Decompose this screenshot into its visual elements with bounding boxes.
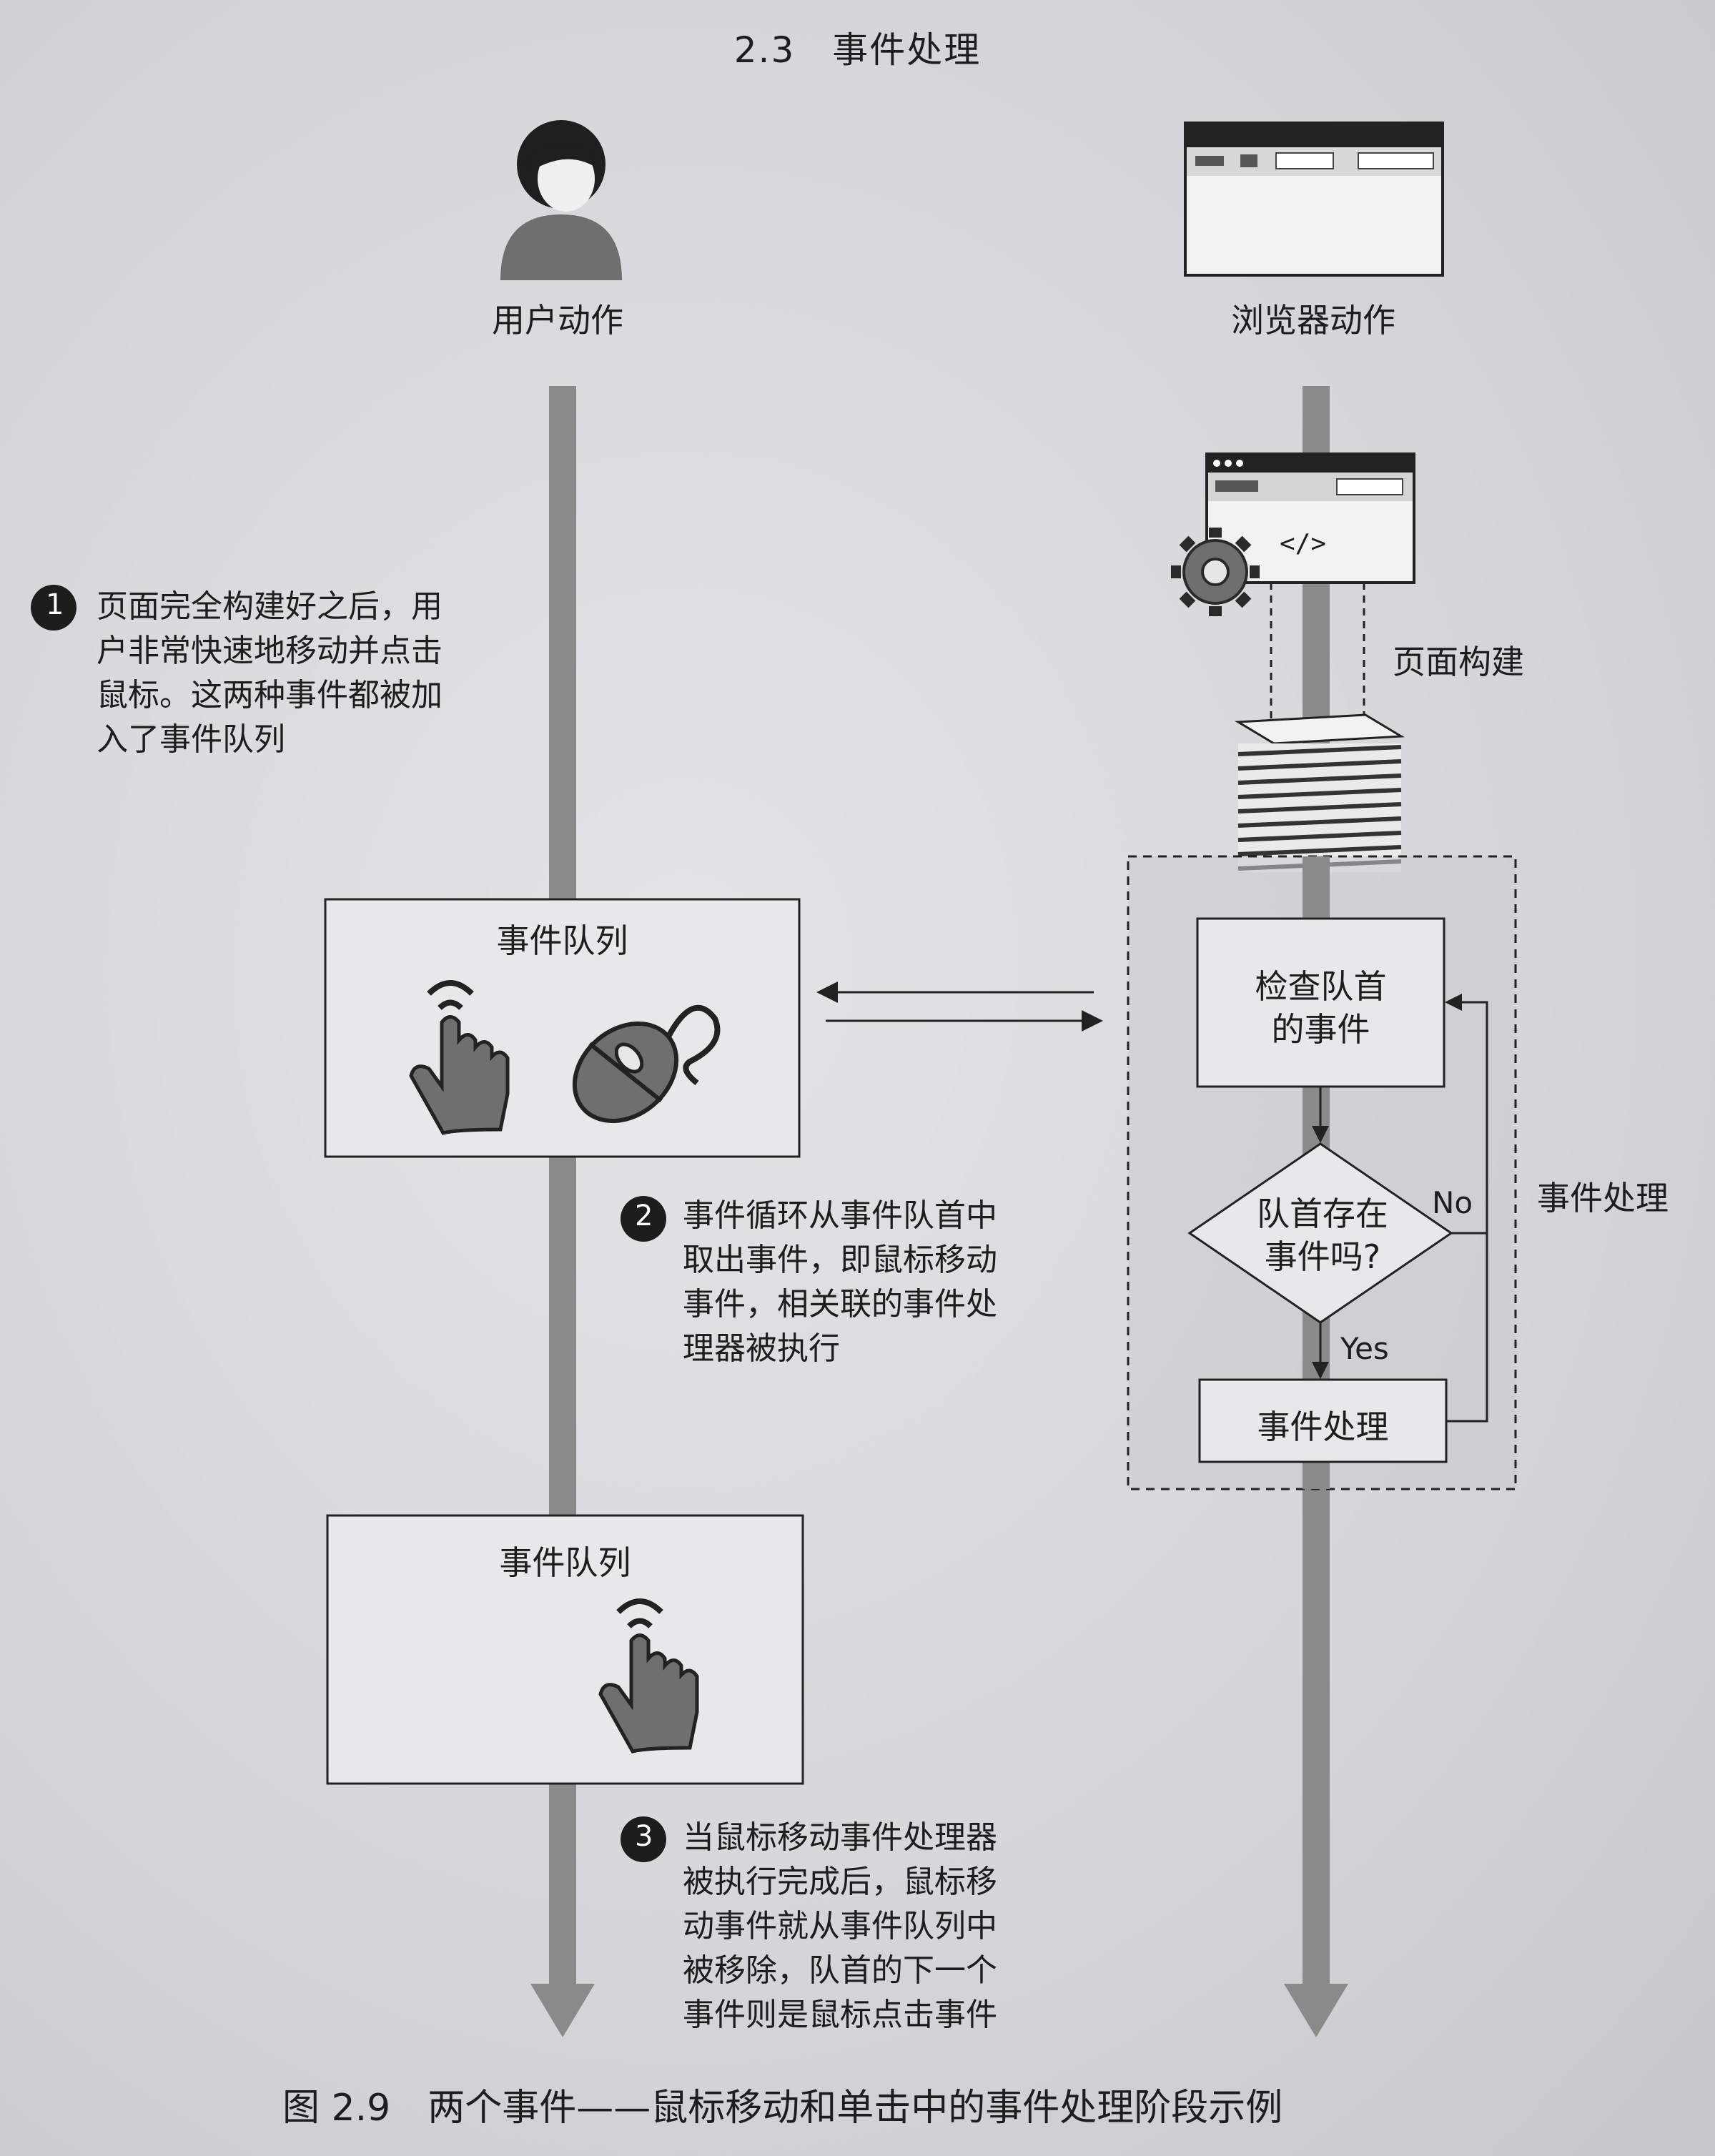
check-head-box [1196,917,1445,1088]
user-icon [500,120,622,280]
browser-window-icon [1184,122,1444,277]
step-2-badge [621,1196,666,1242]
step-2-text: 事件循环从事件队首中 取出事件，即鼠标移动 事件，相关联的事件处 理器被执行 [683,1197,997,1367]
step-3-number: 3 [635,1820,653,1853]
event-queue-title-1: 事件队列 [496,921,628,960]
step-1-text: 页面完全构建好之后，用 户非常快速地移动并点击 鼠标。这两种事件都被加 入了事件… [97,588,443,758]
mouse-icon [572,1004,721,1124]
exchange-arrows [816,981,1103,1032]
code-tag: </> [1280,529,1327,558]
event-handling-label: 事件处理 [1537,1179,1669,1217]
pointer-hand-icon [409,980,510,1135]
no-label: No [1432,1185,1473,1220]
handle-box-text: 事件处理 [1257,1408,1389,1446]
user-action-label: 用户动作 [492,301,623,340]
figure-caption: 图 2.9 两个事件——鼠标移动和单击中的事件处理阶段示例 [282,2087,1283,2130]
yes-label: Yes [1340,1331,1389,1366]
event-queue-box-1 [324,898,801,1158]
user-timeline [530,386,595,2037]
page-stack-icon [1235,713,1405,872]
step-3-badge [621,1816,666,1862]
pointer-hand-icon-2 [598,1598,699,1754]
step-1-number: 1 [46,588,64,621]
page-build-label: 页面构建 [1393,643,1524,681]
step-2-number: 2 [635,1200,653,1232]
browser-action-label: 浏览器动作 [1231,301,1395,340]
page-header: 2.3 事件处理 [733,29,982,71]
event-queue-title-2: 事件队列 [499,1543,631,1582]
gear-icon [1171,528,1260,616]
decision-text: 队首存在 事件吗? [1257,1195,1388,1276]
step-3-text: 当鼠标移动事件处理器 被执行完成后，鼠标移 动事件就从事件队列中 被移除，队首的… [683,1819,997,2033]
event-queue-box-2 [326,1514,804,1785]
handle-box [1198,1378,1448,1463]
step-1-badge [31,585,76,631]
check-head-text: 检查队首 的事件 [1255,967,1387,1049]
